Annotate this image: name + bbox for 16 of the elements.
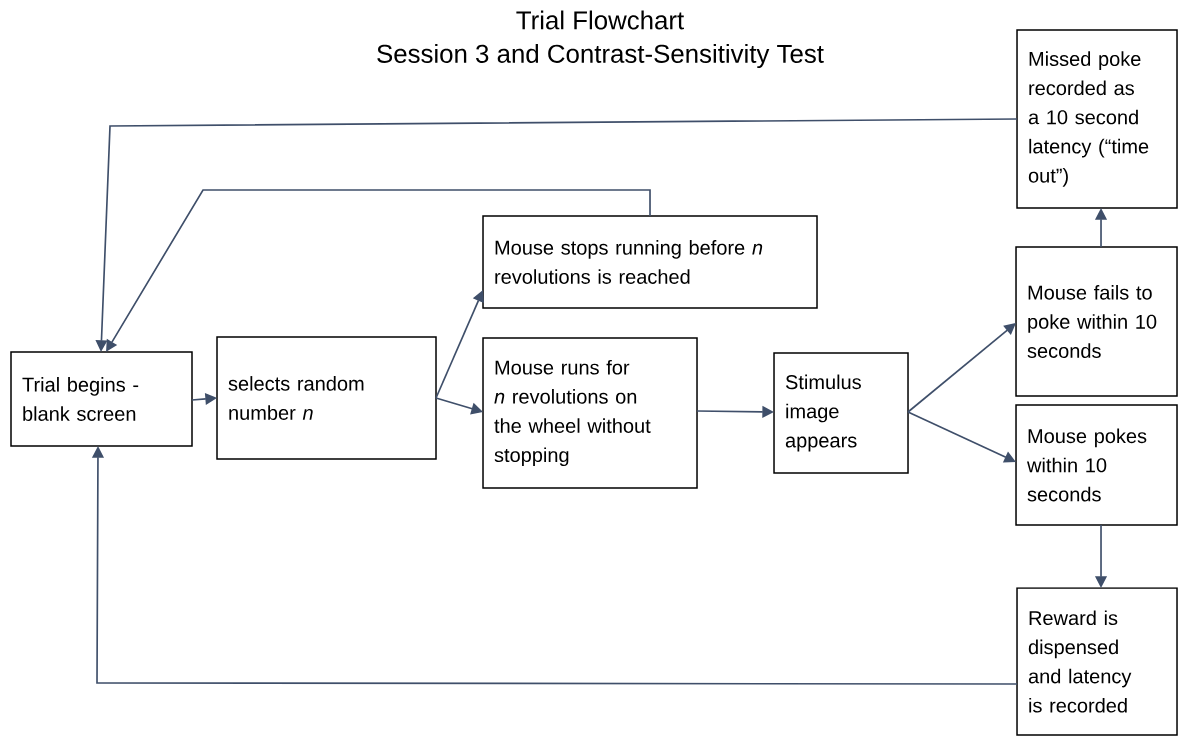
process-box: Mouse runs for n revolutions on the wheel without stopping [482,337,698,489]
process-box: Mouse stops running before n revolutions is reached [482,215,818,309]
arrow [907,323,1016,413]
arrow [106,189,651,352]
title: Trial Flowchart [516,10,684,30]
process-box: Missed poke recorded as a 10 second latency (“time out”) [1016,29,1178,209]
process-box: Mouse fails to poke within 10 seconds [1015,246,1178,397]
process-box: Trial begins - blank screen [10,351,193,447]
process-box: Stimulus image appears [773,352,909,474]
arrow [435,290,484,399]
process-box: Mouse pokes within 10 seconds [1015,404,1178,526]
subtitle: Session 3 and Contrast-Sensitivity Test [377,43,824,69]
arrow [435,397,483,415]
process-box: Reward is dispensed and latency is recorded [1016,587,1178,736]
process-box: selects random number n [216,336,437,460]
arrow [907,411,1016,463]
